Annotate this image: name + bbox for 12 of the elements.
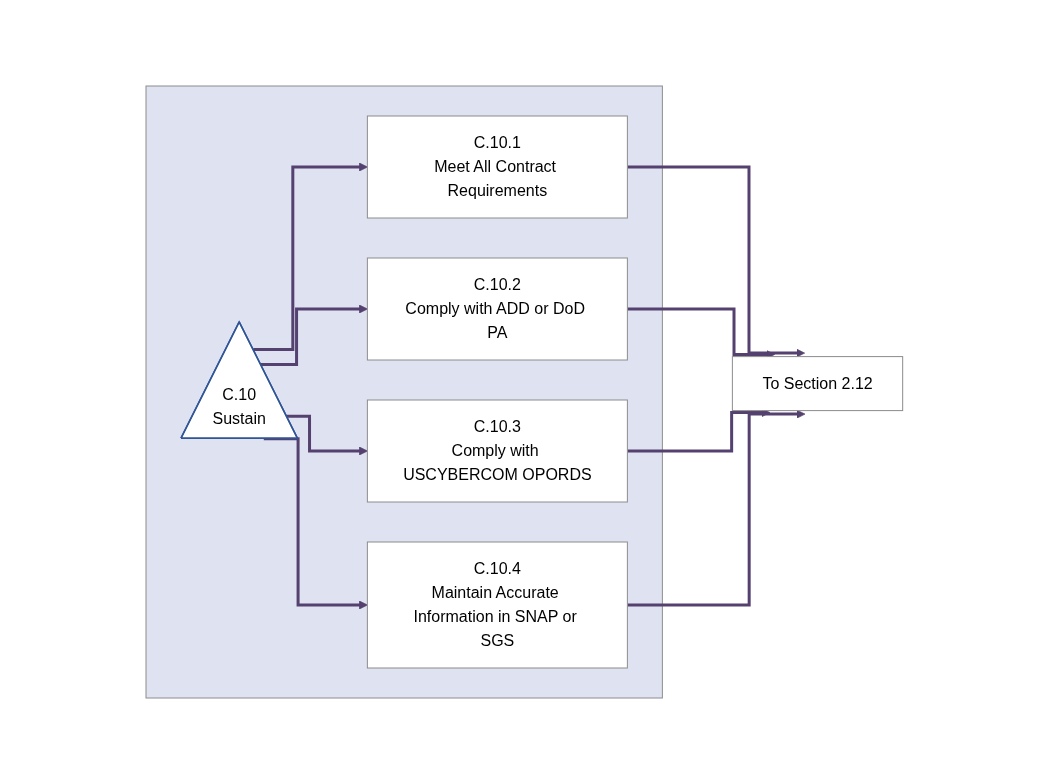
node-box: C.10.3 Comply with USCYBERCOM OPORDS bbox=[366, 399, 628, 503]
node-box: To Section 2.12 bbox=[731, 356, 903, 412]
arrow bbox=[260, 304, 368, 366]
arrow bbox=[627, 165, 805, 358]
node-box: C.10.2 Comply with ADD or DoD PA bbox=[366, 257, 628, 361]
arrow bbox=[627, 409, 805, 607]
arrow bbox=[627, 408, 770, 453]
node-box: C.10.1 Meet All Contract Requirements bbox=[366, 115, 628, 219]
node-box: C.10.4 Maintain Accurate Information in SNAP or SGS bbox=[366, 541, 628, 669]
arrow bbox=[252, 162, 368, 351]
cluster bbox=[145, 85, 663, 699]
arrow bbox=[286, 414, 368, 456]
